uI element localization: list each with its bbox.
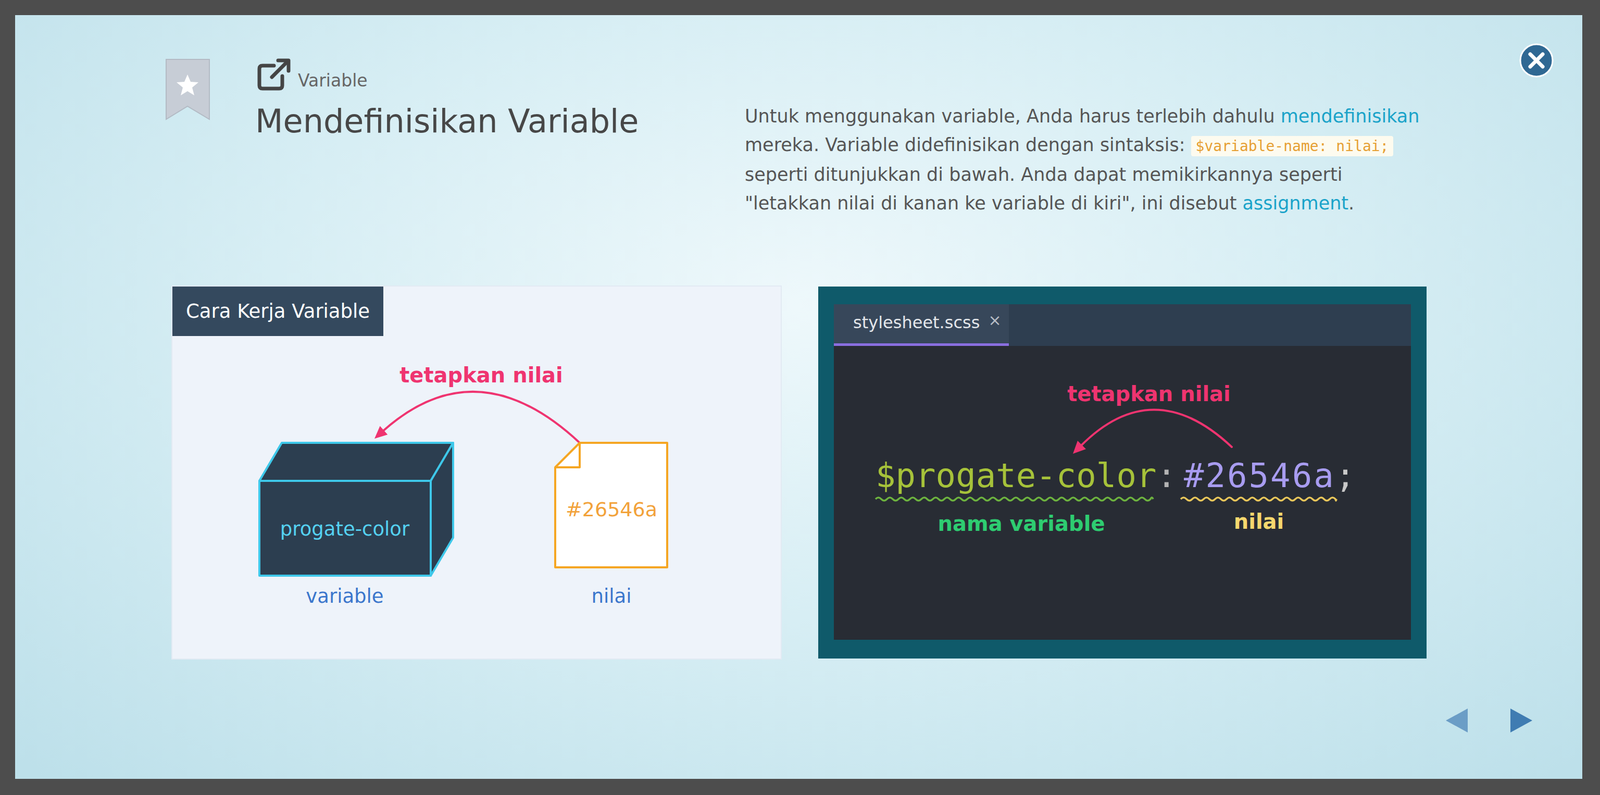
inline-code: $variable-name: nilai; bbox=[1191, 135, 1394, 157]
intro-paragraph: Untuk menggunakan variable, Anda harus t… bbox=[744, 102, 1422, 218]
tab-filename: stylesheet.scss bbox=[853, 312, 980, 333]
note-fold bbox=[555, 442, 580, 468]
connector-label: tetapkan nilai bbox=[399, 363, 564, 387]
external-link-icon bbox=[259, 60, 289, 89]
code-panel-frame bbox=[818, 286, 1427, 659]
box-label: progate-color bbox=[280, 517, 410, 541]
link-text: mendefinisikan bbox=[1280, 105, 1420, 127]
body-text: Untuk menggunakan variable, Anda harus t… bbox=[744, 105, 1275, 127]
link-text: assignment bbox=[1242, 192, 1349, 214]
box-side-face bbox=[430, 442, 454, 576]
code-semicolon: ; bbox=[1335, 454, 1356, 497]
code-variable-name: $progate-color bbox=[875, 454, 1157, 497]
value-caption: nilai bbox=[1233, 509, 1285, 534]
box-top-face bbox=[259, 442, 454, 481]
body-text: . bbox=[1348, 192, 1355, 214]
next-arrow bbox=[1510, 708, 1533, 733]
prev-arrow bbox=[1445, 708, 1468, 733]
code-line: $progate-color:#26546a; bbox=[875, 454, 1356, 497]
editor-tab-underline bbox=[833, 343, 1009, 346]
note-outline bbox=[555, 442, 668, 568]
section-label: Variable bbox=[297, 70, 368, 91]
code-colon: : bbox=[1156, 454, 1177, 497]
editor-tab bbox=[833, 304, 1009, 346]
code-value: #26546a bbox=[1183, 454, 1336, 497]
assign-arrowhead bbox=[1072, 440, 1086, 454]
variable-name-caption: nama variable bbox=[937, 511, 1105, 536]
tab-close: × bbox=[988, 310, 1002, 330]
box-caption: variable bbox=[305, 584, 384, 608]
bookmark-star bbox=[176, 74, 199, 96]
box-front-face bbox=[259, 480, 431, 576]
body-text: mereka. Variable didefinisikan dengan si… bbox=[744, 134, 1185, 156]
note-caption: nilai bbox=[591, 584, 632, 608]
editor-tab-bar bbox=[833, 304, 1411, 346]
value-underline-wave bbox=[1180, 497, 1337, 501]
close-button bbox=[1520, 44, 1553, 77]
bookmark-ribbon bbox=[166, 59, 210, 120]
slide-title: Mendefinisikan Variable bbox=[255, 102, 639, 141]
value-note: #26546a nilai bbox=[554, 441, 669, 614]
box-shape bbox=[258, 441, 455, 577]
panel-header: Cara Kerja Variable bbox=[172, 286, 384, 336]
connector-line bbox=[382, 391, 580, 443]
assign-arrow bbox=[1080, 409, 1232, 447]
illustration-panel: Cara Kerja Variable progate-color variable… bbox=[172, 286, 781, 659]
code-editor bbox=[833, 304, 1411, 640]
assign-label: tetapkan nilai bbox=[1067, 381, 1231, 406]
variable-box: progate-color variable bbox=[258, 441, 455, 614]
close-icon bbox=[1530, 54, 1543, 67]
note-label: #26546a bbox=[565, 497, 658, 521]
connector-arrow bbox=[374, 391, 580, 443]
name-underline-wave bbox=[875, 497, 1154, 501]
